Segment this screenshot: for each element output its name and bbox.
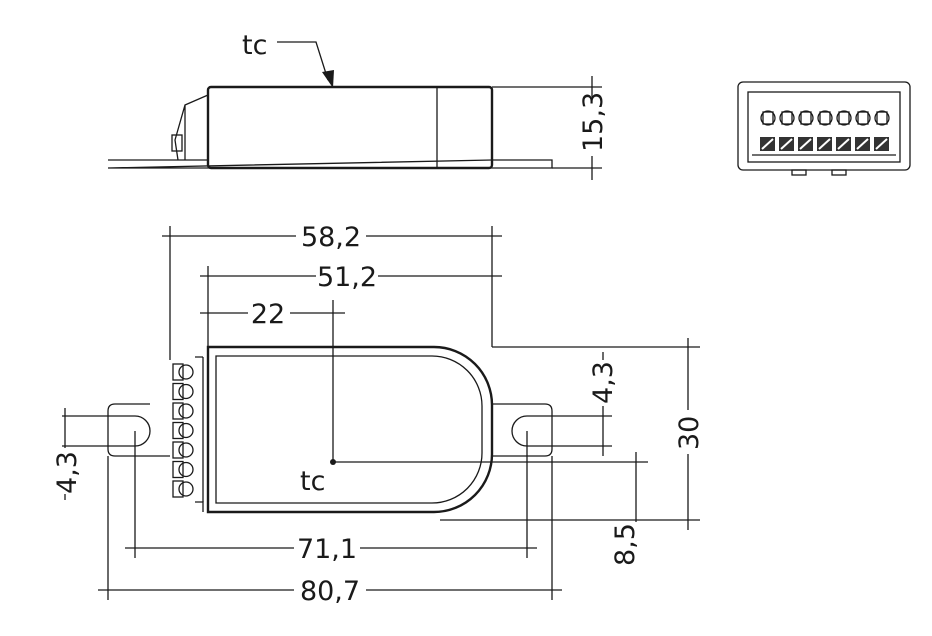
- terminal-opening: [762, 111, 774, 125]
- terminal-spring: [760, 110, 776, 126]
- terminal-opening: [781, 111, 793, 125]
- terminal-pin-head: [178, 422, 194, 439]
- terminal-pin: [172, 363, 184, 381]
- height-dimension: 15,3: [578, 92, 609, 152]
- terminal-opening: [857, 111, 869, 125]
- terminal-opening: [876, 111, 888, 125]
- dimension-71-1: 71,1: [297, 534, 357, 565]
- dimension-51-2: 51,2: [317, 262, 377, 293]
- dimension-22: 22: [251, 299, 285, 330]
- dimension-58-2: 58,2: [301, 222, 361, 253]
- terminal-spring: [836, 110, 852, 126]
- top-view: tc 58,2 51,2 22 30 4,3 8,5 4,3: [50, 220, 705, 607]
- terminal-opening: [800, 111, 812, 125]
- terminal-pin: [172, 480, 184, 498]
- terminal-pin: [172, 460, 184, 479]
- dimension-30: 30: [674, 416, 705, 450]
- terminal-pin-head: [178, 481, 194, 497]
- terminal-pin-head: [178, 403, 194, 419]
- terminal-pin-head: [178, 442, 194, 458]
- terminal-spring: [874, 110, 890, 126]
- dimension-8-5: 8,5: [610, 523, 641, 566]
- dimension-80-7: 80,7: [300, 576, 360, 607]
- terminal-pin-head: [178, 461, 194, 478]
- tc-label-side: tc: [242, 30, 267, 61]
- terminal-spring: [817, 110, 833, 126]
- connector-front-view: [737, 81, 911, 176]
- dimension-4-3-left: 4,3: [52, 451, 83, 494]
- side-view: tc 15,3: [107, 30, 609, 180]
- terminal-opening: [819, 111, 831, 125]
- terminal-pin-head: [178, 383, 194, 400]
- terminal-pin-head: [178, 364, 194, 380]
- terminal-spring: [855, 110, 871, 126]
- terminal-opening: [838, 111, 850, 125]
- dimension-4-3-right: 4,3: [588, 361, 619, 404]
- tc-label-top: tc: [300, 466, 325, 497]
- terminal-pin: [172, 441, 184, 459]
- terminal-pin: [172, 421, 184, 440]
- terminal-pin: [172, 402, 184, 420]
- terminal-spring: [779, 110, 795, 126]
- terminal-pin: [172, 382, 184, 401]
- terminal-spring: [798, 110, 814, 126]
